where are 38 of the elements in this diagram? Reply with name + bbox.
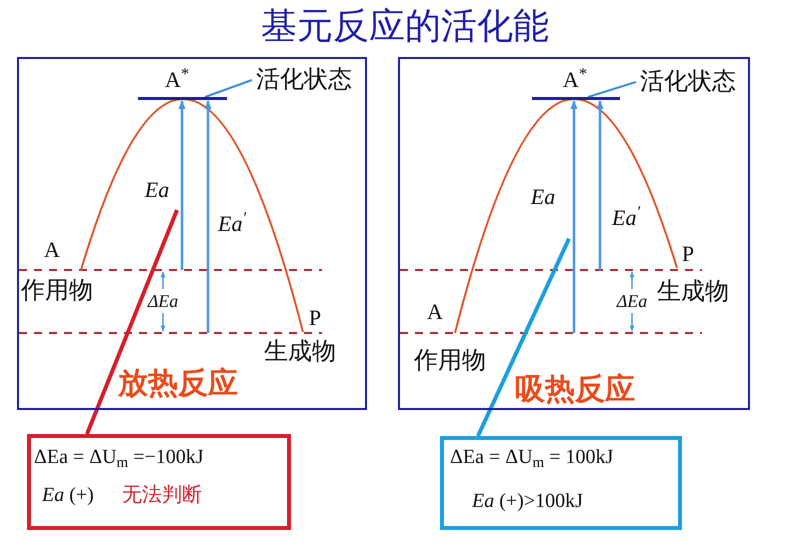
energy-difference-label: ΔEa (148, 292, 178, 310)
condition-text: Ea (+) (42, 485, 94, 505)
transition-state-line (532, 97, 620, 100)
energy-equation: ΔEa = ΔU$_{m}$ =−100kJ (34, 447, 204, 467)
product-label: 生成物 (264, 340, 336, 364)
energy-label: Ea$^{'}$ (612, 207, 640, 229)
callout-box (27, 434, 291, 530)
diagram-panel (17, 57, 367, 410)
transition-state-line (138, 97, 227, 100)
dimension-line (569, 100, 579, 333)
product-label: 生成物 (657, 280, 729, 304)
state-label: P (682, 243, 694, 265)
leader-line (85, 209, 179, 435)
energy-label: Ea (530, 186, 556, 208)
reaction-type-label: 吸热反应 (515, 375, 635, 405)
energy-label: Ea$^{'}$ (218, 213, 246, 235)
leader-line (476, 238, 571, 437)
activated-state-label: 活化状态 (252, 66, 356, 94)
callout-box (440, 436, 682, 530)
reactant-label: 作用物 (414, 349, 486, 373)
energy-difference-label: ΔEa (616, 292, 648, 310)
state-label: A$^{*}$ (164, 69, 190, 91)
dimension-line (177, 100, 187, 270)
state-label: A (427, 301, 443, 323)
title: 基元反应的活化能 (261, 8, 549, 44)
diagram-panel (398, 57, 750, 410)
energy-equation: ΔEa = ΔU$_{m}$ = 100kJ (450, 447, 614, 467)
leader-line (204, 79, 252, 98)
condition-text: Ea (+)>100kJ (472, 491, 583, 511)
activated-state-label: 活化状态 (636, 68, 740, 96)
energy-label: Ea (144, 179, 170, 201)
reactant-label: 作用物 (21, 279, 93, 303)
reaction-type-label: 放热反应 (118, 369, 238, 399)
state-label: A$^{*}$ (562, 69, 588, 91)
state-label: P (308, 307, 322, 329)
verdict-text: 无法判断 (122, 485, 202, 505)
leader-line (588, 81, 636, 98)
state-label: A (44, 239, 60, 261)
